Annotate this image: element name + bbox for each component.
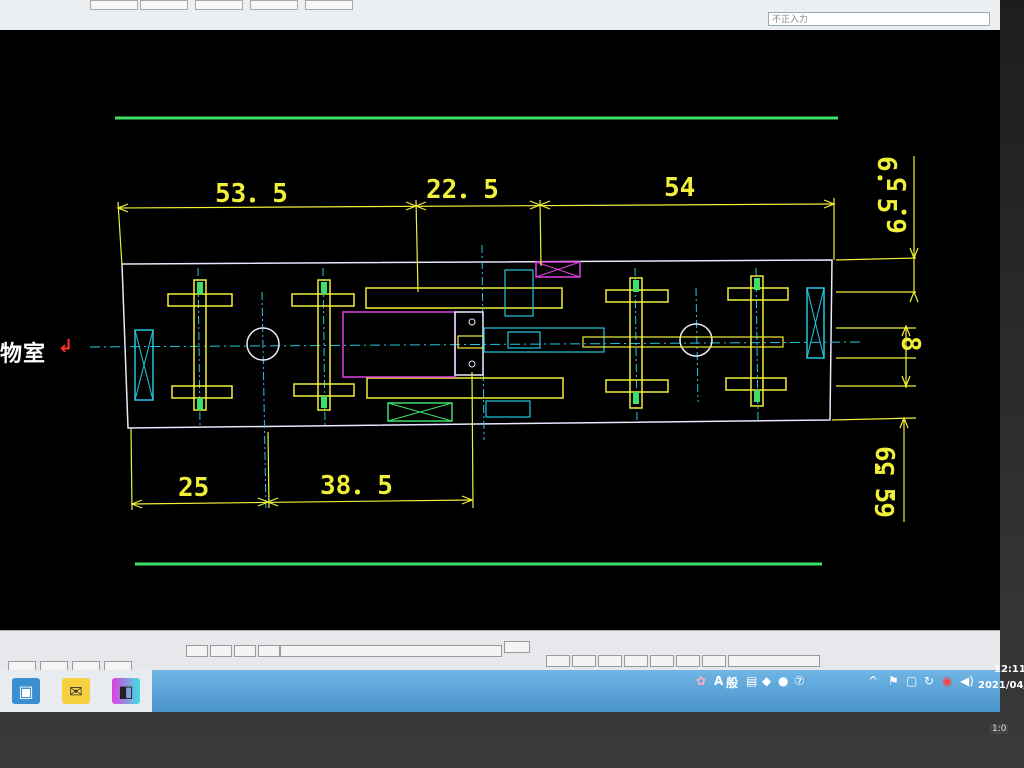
wheelset xyxy=(291,279,355,411)
coupler-cross xyxy=(806,287,825,359)
wheelset xyxy=(167,279,233,411)
status-area xyxy=(0,630,1000,673)
weight-cross xyxy=(535,261,581,278)
coupling xyxy=(507,331,541,349)
ime-mode-kanji[interactable]: 般 xyxy=(726,676,739,690)
pivot-circle-right xyxy=(679,323,713,357)
bezel-label: 1:0 xyxy=(990,724,1009,734)
chassis-outline xyxy=(121,259,833,429)
toolbar-button[interactable] xyxy=(250,0,298,10)
weight-upper xyxy=(535,261,581,278)
coupler-cross xyxy=(134,329,154,401)
clock-date[interactable]: 2021/04/ xyxy=(978,680,1024,691)
ime-toolbar-icon[interactable]: ◆ xyxy=(762,674,772,688)
screen: 不正入力 xyxy=(0,0,1000,712)
motor-mount xyxy=(454,311,484,376)
toolbar-button[interactable] xyxy=(140,0,188,10)
gearbox-lower xyxy=(485,400,531,418)
clock-time[interactable]: 12:11 xyxy=(994,664,1024,675)
mount-hole xyxy=(468,360,476,368)
nav-button[interactable] xyxy=(234,645,256,657)
security-icon[interactable]: ◉ xyxy=(942,674,953,688)
centerline xyxy=(89,341,861,348)
dimension-lines-right xyxy=(831,156,919,522)
mode-button[interactable] xyxy=(598,655,622,667)
dim-bottom-left: 25 xyxy=(178,473,209,503)
mode-button[interactable] xyxy=(702,655,726,667)
mode-button[interactable] xyxy=(546,655,570,667)
weight-lower xyxy=(387,402,453,422)
wheelset xyxy=(725,275,789,407)
return-arrow-icon: ↲ xyxy=(58,336,74,357)
dimension-labels: 53．5 22．5 54 25 38．5 6．5 6．5 8 6．5 6．5 xyxy=(178,156,925,518)
dimension-lines-bottom xyxy=(130,371,474,511)
coupler-right xyxy=(806,287,825,359)
status-button[interactable] xyxy=(504,641,530,653)
gear-shaft-upper xyxy=(365,287,563,309)
app-icon[interactable]: ◧ xyxy=(112,678,140,704)
taskbar-pinned: ▣ ✉ ◧ xyxy=(0,670,152,712)
mount-hole xyxy=(468,318,476,326)
dim-top-left: 53．5 xyxy=(215,179,288,209)
taskbar: ▣ ✉ ◧ ✿ A 般 ▤ ◆ ● ⑦ ^ ⚑ ▢ ↻ ◉ ◀) xyxy=(0,670,1000,712)
dim-right-bot-rot: 6．5 xyxy=(871,461,901,518)
mode-button[interactable] xyxy=(572,655,596,667)
motor-shaft xyxy=(457,335,485,349)
nav-button[interactable] xyxy=(258,645,280,657)
dim-top-right: 54 xyxy=(664,173,695,203)
dimension-lines-top xyxy=(116,198,836,293)
toolbar-button[interactable] xyxy=(90,0,138,10)
dim-right-mid: 8 xyxy=(895,336,925,352)
mail-icon[interactable]: ✉ xyxy=(62,678,90,704)
wheelset xyxy=(605,277,669,409)
top-toolbar: 不正入力 xyxy=(0,0,1000,31)
mode-button[interactable] xyxy=(624,655,648,667)
chevron-up-icon[interactable]: ^ xyxy=(868,674,879,688)
ime-toolbar-icon[interactable]: ▤ xyxy=(746,674,758,688)
dim-bottom-mid: 38．5 xyxy=(320,471,393,501)
dim-top-mid: 22．5 xyxy=(426,175,499,205)
coupler-left xyxy=(134,329,154,401)
help-icon[interactable]: ⑦ xyxy=(794,674,805,688)
flag-icon[interactable]: ⚑ xyxy=(888,674,899,688)
axle-centerline xyxy=(755,267,759,421)
nav-button[interactable] xyxy=(210,645,232,657)
weight-cross xyxy=(387,402,453,422)
network-icon[interactable]: ▢ xyxy=(906,674,918,688)
remote-desktop-icon[interactable]: ▣ xyxy=(12,678,40,704)
drive-shaft xyxy=(582,336,784,348)
dim-right-bot: 6．5 xyxy=(869,446,899,503)
gear-shaft-lower xyxy=(366,377,564,399)
drive-shaft-housing xyxy=(483,327,605,353)
system-tray: ✿ A 般 ▤ ◆ ● ⑦ ^ ⚑ ▢ ↻ ◉ ◀) xyxy=(690,670,1000,712)
volume-icon[interactable]: ◀) xyxy=(960,674,974,688)
sync-icon[interactable]: ↻ xyxy=(924,674,935,688)
cad-drawing: 53．5 22．5 54 25 38．5 6．5 6．5 8 6．5 6．5 xyxy=(89,116,925,566)
ime-toolbar-icon[interactable]: ● xyxy=(778,674,789,688)
toolbar-button[interactable] xyxy=(195,0,243,10)
ime-emoji-icon[interactable]: ✿ xyxy=(696,674,707,688)
command-input[interactable]: 不正入力 xyxy=(768,12,990,26)
dim-right-top-rot: 6．5 xyxy=(883,177,913,234)
pivot-circle-left xyxy=(246,327,280,361)
ime-mode[interactable]: A xyxy=(714,674,724,688)
status-field xyxy=(728,655,820,667)
gearbox-upper xyxy=(504,269,534,317)
mode-button[interactable] xyxy=(676,655,700,667)
dim-right-top: 6．5 xyxy=(871,156,901,213)
cad-canvas[interactable]: 53．5 22．5 54 25 38．5 6．5 6．5 8 6．5 6．5 物… xyxy=(0,30,1000,630)
mode-button[interactable] xyxy=(650,655,674,667)
room-label: 物室 xyxy=(0,342,47,367)
pivot-centerline xyxy=(261,291,267,511)
nav-button[interactable] xyxy=(186,645,208,657)
toolbar-button[interactable] xyxy=(305,0,353,10)
layer-selector[interactable] xyxy=(280,645,502,657)
pivot-centerline xyxy=(695,287,699,403)
